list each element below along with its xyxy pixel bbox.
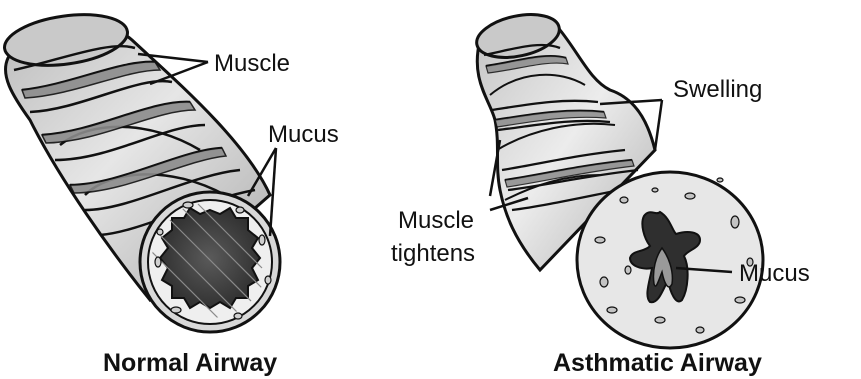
normal-airway-muscle-label: Muscle: [214, 50, 290, 77]
asthmatic-airway: Swelling Muscle tightens Mucus Asthmatic…: [391, 8, 810, 377]
normal-airway-caption: Normal Airway: [103, 349, 277, 377]
normal-airway-mucus-label: Mucus: [268, 121, 339, 148]
asthmatic-airway-muscle-label-line2: tightens: [391, 240, 475, 267]
asthmatic-airway-mucus-label: Mucus: [739, 260, 810, 287]
asthmatic-airway-muscle-label-line1: Muscle: [398, 207, 474, 234]
asthmatic-airway-caption: Asthmatic Airway: [553, 349, 762, 377]
normal-airway-lumen: [160, 208, 260, 308]
normal-airway: Muscle Mucus Normal Airway: [1, 8, 338, 377]
asthmatic-airway-swelling-label: Swelling: [673, 76, 762, 103]
